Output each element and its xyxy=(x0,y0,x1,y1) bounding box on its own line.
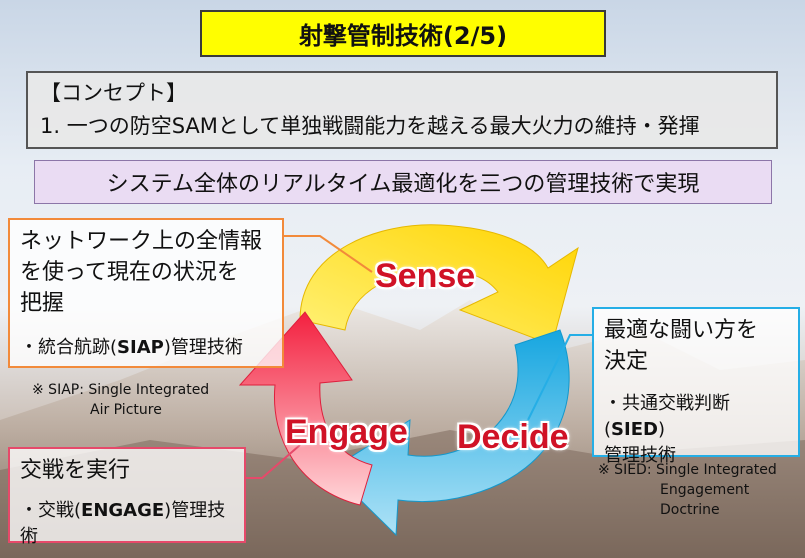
engage-label: Engage xyxy=(285,413,408,452)
sense-description-box: ネットワーク上の全情報 を使って現在の状況を 把握 ・統合航跡(SIAP)管理技… xyxy=(8,218,284,368)
engage-description-box: 交戦を実行 ・交戦(ENGAGE)管理技術 xyxy=(8,447,246,543)
siap-note-line-2: Air Picture xyxy=(32,400,262,420)
sense-label: Sense xyxy=(375,257,475,296)
siap-note-line-1: ※ SIAP: Single Integrated xyxy=(32,380,262,400)
sied-note-line-3: Doctrine xyxy=(598,500,803,520)
engage-technology: ・交戦(ENGAGE)管理技術 xyxy=(20,496,234,548)
sied-technology: ・共通交戦判断(SIED) 管理技術 xyxy=(604,391,788,469)
page-title: 射撃管制技術(2/5) xyxy=(200,10,606,57)
sied-note-line-1: ※ SIED: Single Integrated xyxy=(598,460,803,480)
decide-description-box: 最適な闘い方を 決定 ・共通交戦判断(SIED) 管理技術 xyxy=(592,307,800,457)
sied-footnote: ※ SIED: Single Integrated Engagement Doc… xyxy=(598,460,803,520)
decide-label: Decide xyxy=(457,418,569,457)
engage-key: ENGAGE xyxy=(81,500,164,521)
siap-suffix: )管理技術 xyxy=(164,337,243,358)
sied-key: SIED xyxy=(611,419,658,440)
decide-line-2: 決定 xyxy=(604,346,788,377)
sied-note-line-2: Engagement xyxy=(598,480,803,500)
concept-box: 【コンセプト】 1. 一つの防空SAMとして単独戦闘能力を越える最大火力の維持・… xyxy=(26,71,778,149)
sense-line-3: 把握 xyxy=(20,288,272,319)
sense-description: ネットワーク上の全情報 を使って現在の状況を 把握 xyxy=(20,226,272,319)
sied-suffix: ) xyxy=(658,419,665,440)
sense-line-1: ネットワーク上の全情報 xyxy=(20,226,272,257)
engage-description: 交戦を実行 xyxy=(20,455,234,486)
summary-banner: システム全体のリアルタイム最適化を三つの管理技術で実現 xyxy=(34,160,772,204)
siap-prefix: ・統合航跡( xyxy=(20,337,117,358)
decide-line-1: 最適な闘い方を xyxy=(604,315,788,346)
concept-heading: 【コンセプト】 xyxy=(40,77,764,110)
engage-prefix: ・交戦( xyxy=(20,500,81,521)
concept-item: 1. 一つの防空SAMとして単独戦闘能力を越える最大火力の維持・発揮 xyxy=(40,110,764,143)
siap-key: SIAP xyxy=(117,337,164,358)
siap-technology: ・統合航跡(SIAP)管理技術 xyxy=(20,333,272,359)
siap-footnote: ※ SIAP: Single Integrated Air Picture xyxy=(32,380,262,420)
sense-line-2: を使って現在の状況を xyxy=(20,257,272,288)
decide-description: 最適な闘い方を 決定 xyxy=(604,315,788,377)
